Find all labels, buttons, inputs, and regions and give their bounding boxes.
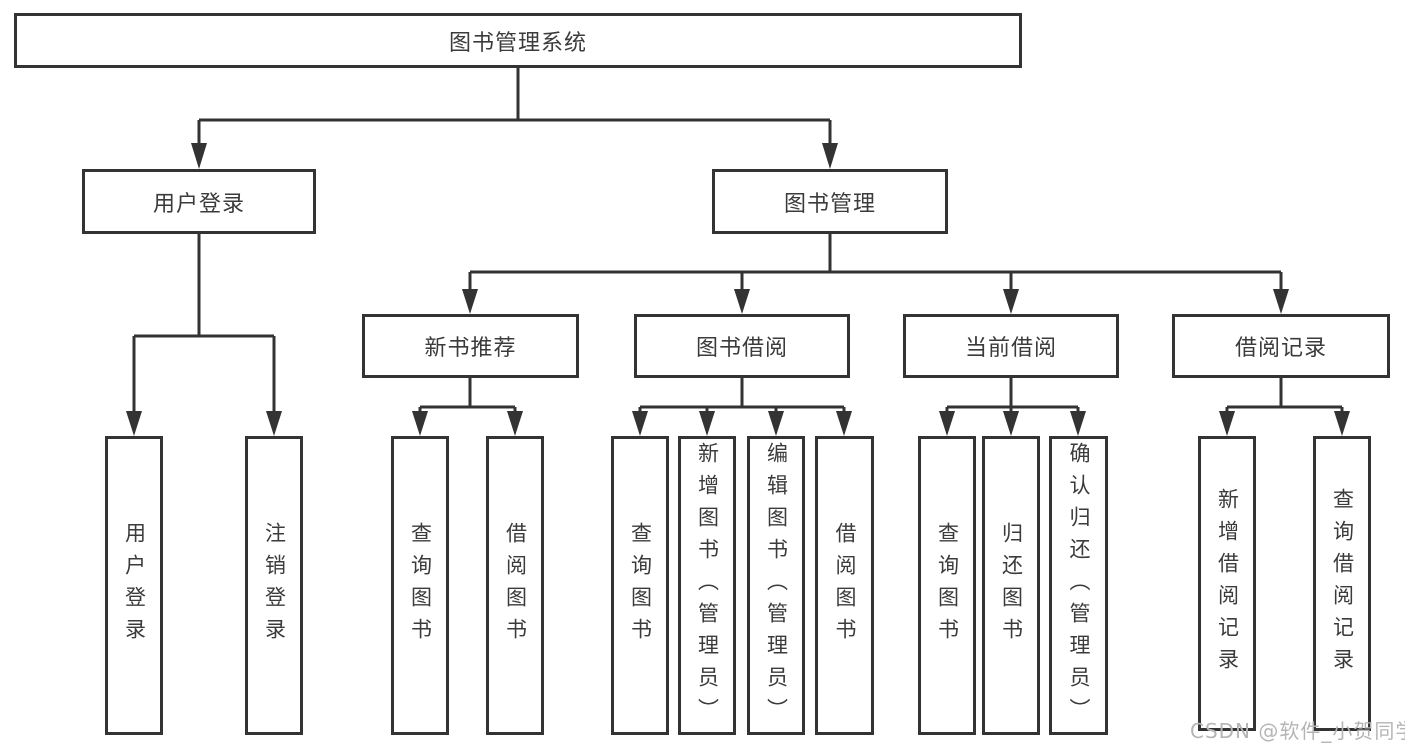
node-leaf-add-books-admin: 新增图书（管理员）	[678, 436, 736, 735]
node-label: 图书管理	[783, 191, 876, 217]
node-leaf-add-borrow-record: 新增借阅记录	[1198, 436, 1256, 731]
node-leaf-query-books-recommend: 查询图书	[391, 436, 449, 735]
node-label: 归还图书	[999, 521, 1024, 650]
node-label: 借阅图书	[503, 521, 528, 650]
node-label: 新书推荐	[424, 336, 517, 361]
node-leaf-borrow-books: 借阅图书	[815, 436, 874, 735]
csdn-watermark: CSDN @软件_小贺同学	[1190, 719, 1405, 743]
node-current-borrowing: 当前借阅	[903, 314, 1119, 378]
node-label: 查询借阅记录	[1330, 487, 1355, 680]
arrowheads	[126, 143, 1350, 436]
node-label: 图书管理系统	[448, 30, 587, 56]
node-label: 借阅图书	[833, 521, 858, 650]
node-user-login: 用户登录	[82, 169, 316, 234]
node-leaf-return-books: 归还图书	[982, 436, 1040, 735]
node-label: 确认归还（管理员）	[1067, 441, 1092, 730]
node-label: 借阅记录	[1234, 336, 1327, 361]
node-label: 注销登录	[262, 521, 287, 650]
node-new-book-recommendation: 新书推荐	[362, 314, 579, 378]
node-book-borrowing: 图书借阅	[634, 314, 850, 378]
node-label: 用户登录	[122, 521, 147, 650]
node-book-management: 图书管理	[712, 169, 948, 234]
node-leaf-query-books-borrowing: 查询图书	[611, 436, 669, 735]
node-leaf-logout: 注销登录	[245, 436, 303, 735]
node-label: 当前借阅	[964, 336, 1057, 361]
node-borrowing-records: 借阅记录	[1172, 314, 1390, 378]
node-leaf-query-borrow-record: 查询借阅记录	[1313, 436, 1371, 731]
node-label: 查询图书	[408, 521, 433, 650]
node-label: 新增图书（管理员）	[695, 441, 720, 730]
node-label: 查询图书	[628, 521, 653, 650]
node-leaf-query-books-current: 查询图书	[918, 436, 976, 735]
node-library-management-system: 图书管理系统	[14, 13, 1022, 68]
node-label: 查询图书	[935, 521, 960, 650]
node-leaf-borrow-books-recommend: 借阅图书	[486, 436, 544, 735]
node-leaf-confirm-return-admin: 确认归还（管理员）	[1049, 436, 1108, 735]
node-label: 图书借阅	[695, 336, 788, 361]
node-label: 用户登录	[152, 191, 245, 217]
node-leaf-edit-books-admin: 编辑图书（管理员）	[747, 436, 805, 735]
node-label: 新增借阅记录	[1215, 487, 1240, 680]
node-leaf-user-login: 用户登录	[105, 436, 163, 735]
node-label: 编辑图书（管理员）	[764, 441, 789, 730]
